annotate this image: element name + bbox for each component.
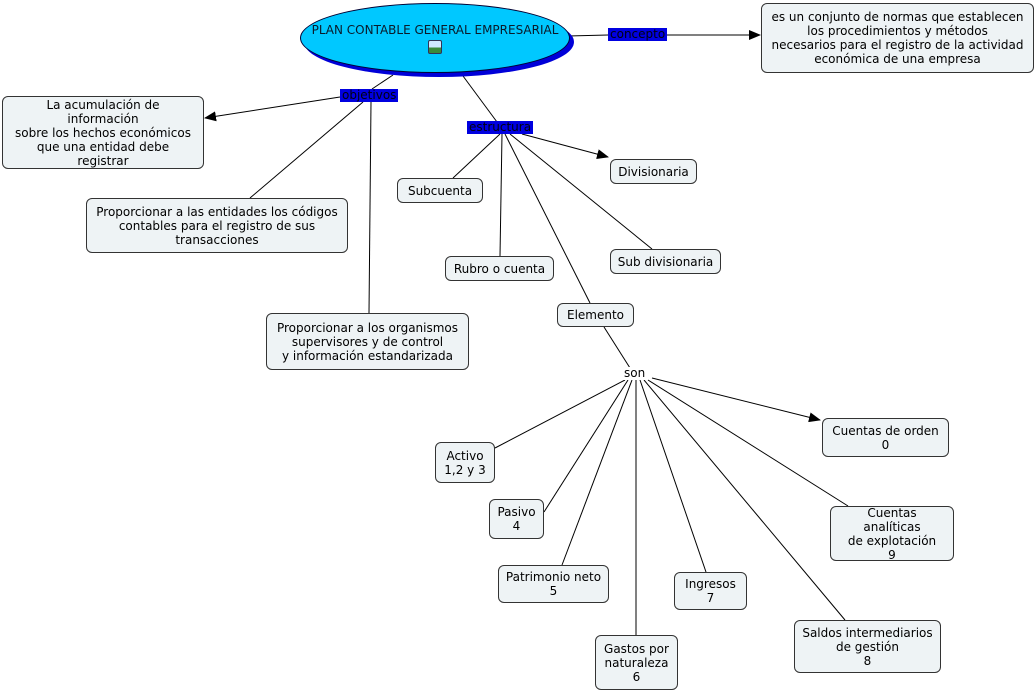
main-concept[interactable]: PLAN CONTABLE GENERAL EMPRESARIAL (300, 3, 570, 73)
estructura-elemento[interactable]: Elemento (557, 303, 634, 327)
elemento-cuentas-orden[interactable]: Cuentas de orden 0 (822, 418, 949, 457)
image-icon[interactable] (428, 39, 442, 54)
elemento-saldos[interactable]: Saldos intermediarios de gestión 8 (794, 620, 941, 673)
link-label-estructura[interactable]: estructura (467, 120, 534, 134)
elemento-ingresos[interactable]: Ingresos 7 (674, 572, 747, 610)
elemento-patrimonio[interactable]: Patrimonio neto 5 (498, 565, 609, 603)
objetivo-node-2[interactable]: Proporcionar a las entidades los códigos… (86, 198, 348, 253)
elemento-pasivo[interactable]: Pasivo 4 (489, 499, 544, 539)
link-label-concepto[interactable]: concepto (608, 27, 668, 41)
estructura-divisionaria[interactable]: Divisionaria (610, 159, 697, 184)
estructura-subcuenta[interactable]: Subcuenta (397, 178, 483, 203)
elemento-activo[interactable]: Activo 1,2 y 3 (435, 442, 495, 483)
link-label-objetivos[interactable]: objetivos (340, 88, 399, 102)
elemento-cuentas-analiticas[interactable]: Cuentas analíticas de explotación 9 (830, 506, 954, 562)
estructura-subdivisionaria[interactable]: Sub divisionaria (610, 249, 721, 274)
objetivo-node-3[interactable]: Proporcionar a los organismos supervisor… (266, 313, 469, 370)
link-label-son[interactable]: son (623, 366, 647, 380)
objetivo-node-1[interactable]: La acumulación de información sobre los … (2, 96, 204, 169)
concepto-node[interactable]: es un conjunto de normas que establecen … (761, 3, 1034, 73)
elemento-gastos[interactable]: Gastos por naturaleza 6 (595, 635, 678, 690)
estructura-rubro[interactable]: Rubro o cuenta (445, 256, 554, 281)
main-concept-title: PLAN CONTABLE GENERAL EMPRESARIAL (311, 22, 559, 37)
